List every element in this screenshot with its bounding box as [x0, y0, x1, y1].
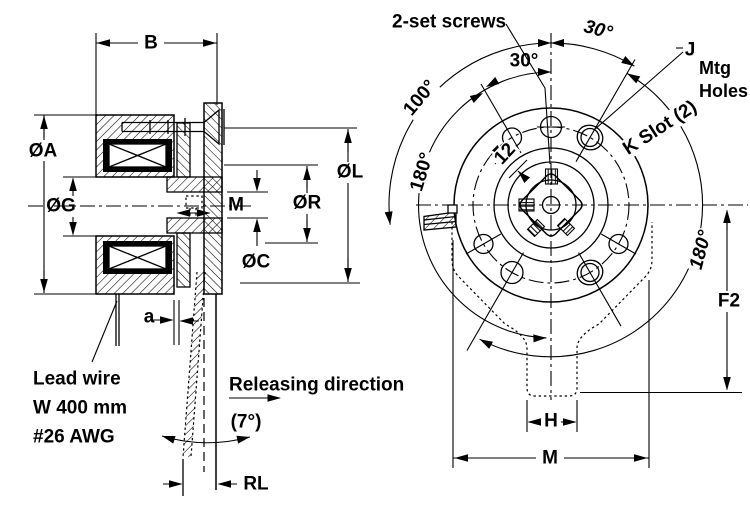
lead-wire-note-line3: #26 AWG: [33, 427, 115, 448]
keyway-dotted: [185, 195, 203, 209]
dim-h: H: [526, 400, 578, 432]
dim-label-oa: ØA: [29, 141, 58, 162]
angle-180-right-label: 180°: [686, 228, 717, 272]
set-screw-left: [518, 198, 535, 212]
dim-label-air-gap: a: [144, 307, 155, 328]
set-screw-corner-left: [526, 218, 546, 238]
lead-wire-leader: [91, 300, 118, 363]
center-pilot-circle: [541, 195, 561, 215]
dim-label-oc: ØC: [242, 252, 271, 273]
boss-circle: [493, 147, 609, 263]
angle-100: 100°: [398, 75, 442, 121]
releasing-direction-label: Releasing direction: [229, 375, 404, 396]
mtg-holes-callout: J Mtg Holes: [593, 40, 748, 131]
angle-30-outer-label: 30°: [581, 16, 615, 44]
dim-ol: ØL: [224, 127, 368, 284]
angle-180-right: 180°: [686, 227, 717, 273]
dim-12: 12: [489, 138, 531, 184]
dim-label-m-bracket: M: [542, 448, 558, 469]
dim-label-ol: ØL: [337, 162, 364, 183]
dim-or: ØR: [224, 164, 325, 244]
dim-air-gap: a: [144, 300, 199, 345]
coil-upper: [103, 139, 172, 172]
k-slot-callout: K Slot (2): [617, 95, 703, 161]
assembly-screw: [121, 108, 225, 146]
dim-label-h: H: [544, 411, 558, 432]
dim-label-m-hub: M: [228, 195, 244, 216]
angle-180-left: 180°: [406, 148, 438, 196]
j-label: J: [685, 40, 696, 61]
release-angle-label: (7°): [231, 412, 262, 433]
dim-label-f2: F2: [718, 291, 740, 312]
release-lever-front: [423, 204, 458, 231]
dim-arc-left-180: [418, 68, 552, 343]
mtg-label: Mtg: [699, 58, 731, 78]
releasing-direction-arrow: Releasing direction: [229, 375, 404, 402]
k-slot-60: [575, 59, 636, 162]
mounting-hole-210: [465, 233, 502, 255]
set-screw-corner-right: [556, 217, 576, 237]
k-slot-label: K Slot (2): [619, 96, 700, 159]
set-screws-callout: 2-set screws: [392, 12, 551, 165]
lead-wire-note-line1: Lead wire: [33, 369, 121, 390]
dim-oa: ØA: [27, 114, 96, 295]
dim-label-og: ØG: [46, 196, 76, 217]
set-screw-top: [544, 168, 559, 185]
set-screws-label: 2-set screws: [392, 12, 506, 33]
release-lever-side: [182, 271, 217, 496]
lead-wires: [91, 294, 120, 363]
dim-release-angle: (7°): [161, 412, 262, 444]
mounting-hole-240: [466, 252, 524, 351]
dim-label-rl: RL: [243, 474, 269, 495]
coil-lower: [103, 241, 172, 274]
angle-30-outer: 30°: [578, 15, 618, 45]
mounting-hole-top: [537, 115, 565, 139]
flange-section: [203, 102, 223, 295]
angle-180-left-label: 180°: [406, 150, 438, 194]
mounting-hole-330: [600, 233, 637, 255]
armature-section: [176, 122, 191, 288]
dim-label-b: B: [144, 33, 158, 54]
dim-f2: F2: [580, 209, 744, 394]
k-slot-300: [576, 252, 622, 327]
dim-m-bracket: M: [452, 240, 650, 469]
dim-label-or: ØR: [293, 193, 322, 214]
holes-label: Holes: [699, 81, 748, 101]
hub-section: [166, 176, 223, 234]
mounting-bracket-outline: [451, 222, 653, 397]
hub-circle: [507, 161, 595, 249]
dim-m-hub: M: [176, 195, 244, 217]
dim-arc-outer: [384, 39, 635, 225]
dim-b: B: [95, 33, 218, 115]
left-view-cross-section: B ØA ØG ØL: [27, 33, 404, 496]
lead-wire-note-line2: W 400 mm: [33, 398, 127, 419]
dim-oc: ØC: [227, 170, 271, 273]
right-view-front: 12 30° 30°: [384, 12, 748, 469]
dim-rl: RL: [163, 474, 269, 495]
dim-og: ØG: [46, 176, 96, 237]
lead-wire-note: Lead wire W 400 mm #26 AWG: [33, 369, 127, 448]
